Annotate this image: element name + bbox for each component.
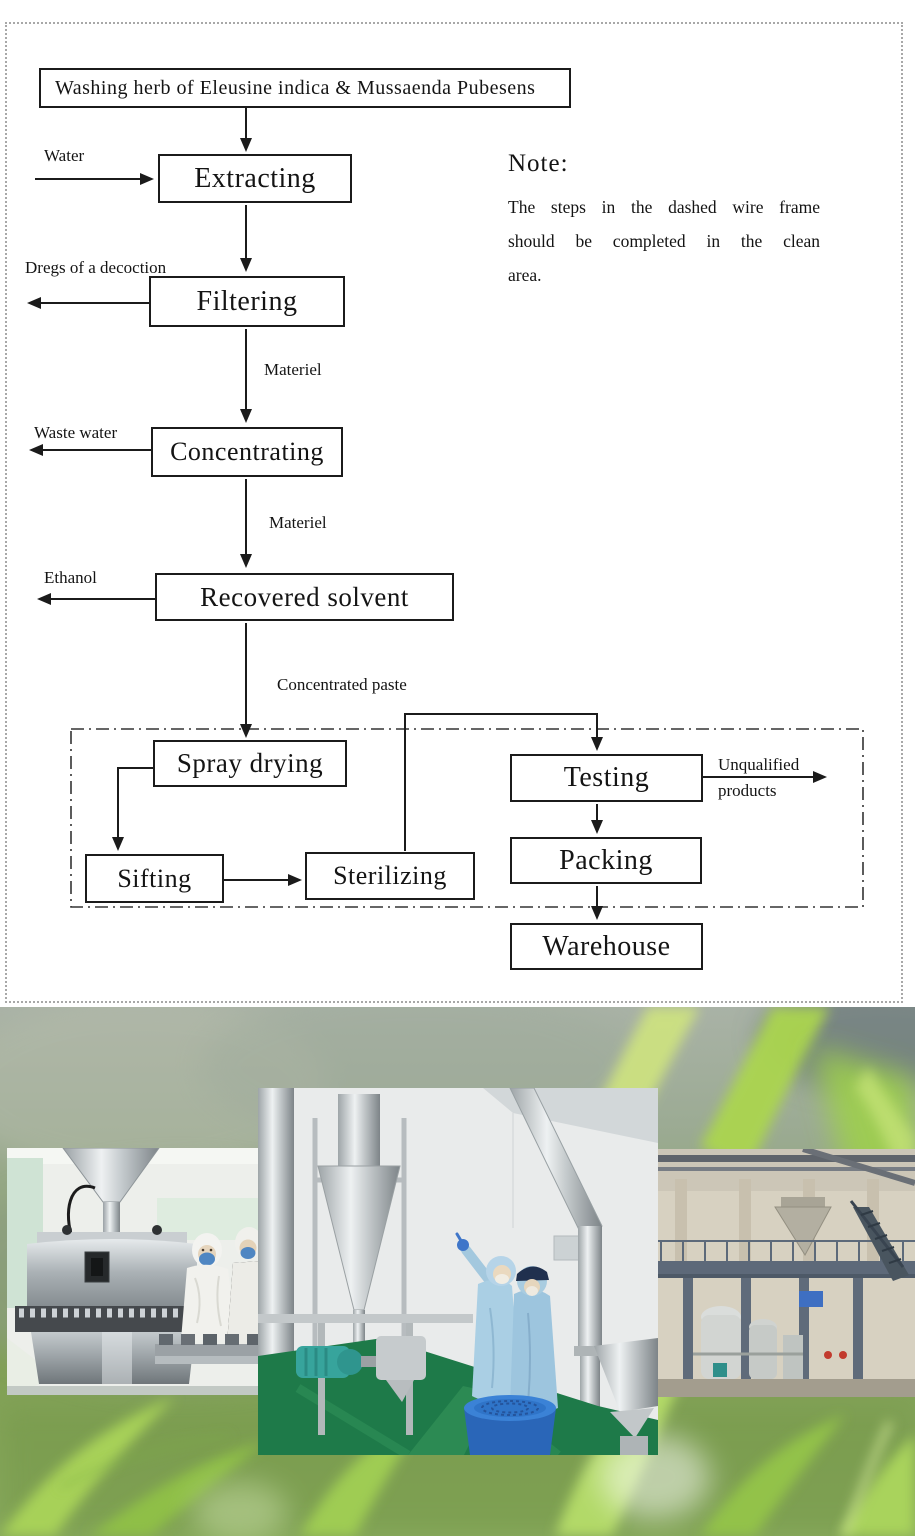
technician-pointing [455, 1232, 520, 1402]
note-line-3: area. [508, 265, 542, 285]
cap [516, 1266, 549, 1281]
technician-cap [510, 1266, 558, 1414]
label-materiel-2: Materiel [269, 513, 327, 532]
extraction-tanks [693, 1306, 803, 1379]
node-packing: Packing [510, 837, 702, 884]
face-mask [526, 1286, 538, 1296]
note-heading: Note: [508, 150, 569, 177]
photo-right-extraction-plant [653, 1149, 915, 1397]
node-recovered-solvent: Recovered solvent [155, 573, 454, 621]
face-mask [495, 1274, 509, 1284]
mezzanine-platform [653, 1240, 915, 1390]
face-mask [240, 1247, 256, 1259]
node-sterilizing: Sterilizing [305, 852, 475, 900]
factory-floor [653, 1379, 915, 1397]
capsule-machine [15, 1148, 215, 1384]
operator-1 [181, 1233, 237, 1340]
node-spray-drying: Spray drying [153, 740, 347, 787]
node-extracting: Extracting [158, 154, 352, 203]
face-mask [199, 1252, 215, 1266]
label-dregs: Dregs of a decoction [25, 258, 167, 277]
note-line-2: should be completed in the clean [508, 231, 820, 251]
stairs [849, 1200, 909, 1281]
node-warehouse: Warehouse [510, 923, 703, 970]
label-materiel-1: Materiel [264, 360, 322, 379]
stainless-hopper [594, 1338, 658, 1455]
note-body: The steps in the dashed wire frame shoul… [508, 190, 820, 292]
node-testing: Testing [510, 754, 703, 802]
blue-motor [799, 1291, 823, 1307]
cone-hopper [774, 1197, 832, 1256]
node-concentrating: Concentrating [151, 427, 343, 477]
label-concentrated-paste: Concentrated paste [277, 675, 407, 694]
photo-collage [0, 1007, 915, 1536]
label-unqualified-line2: products [718, 781, 777, 800]
node-washing-herb: Washing herb of Eleusine indica & Mussae… [39, 68, 571, 108]
label-water: Water [44, 146, 85, 165]
label-ethanol: Ethanol [44, 568, 97, 587]
label-unqualified-line1: Unqualified [718, 755, 800, 774]
ceiling-pipes [653, 1149, 915, 1186]
operator-2 [227, 1227, 260, 1344]
label-waste-water: Waste water [34, 423, 118, 442]
note-line-1: The steps in the dashed wire frame [508, 197, 820, 217]
photo-middle-spray-dryer [258, 1088, 658, 1455]
machine-ring [15, 1306, 215, 1332]
blue-barrel [464, 1395, 556, 1455]
node-sifting: Sifting [85, 854, 224, 903]
mill-motor [296, 1336, 426, 1402]
node-filtering: Filtering [149, 276, 345, 327]
photo-left-capsule-machine [7, 1148, 260, 1395]
conveyor-track [155, 1334, 260, 1364]
